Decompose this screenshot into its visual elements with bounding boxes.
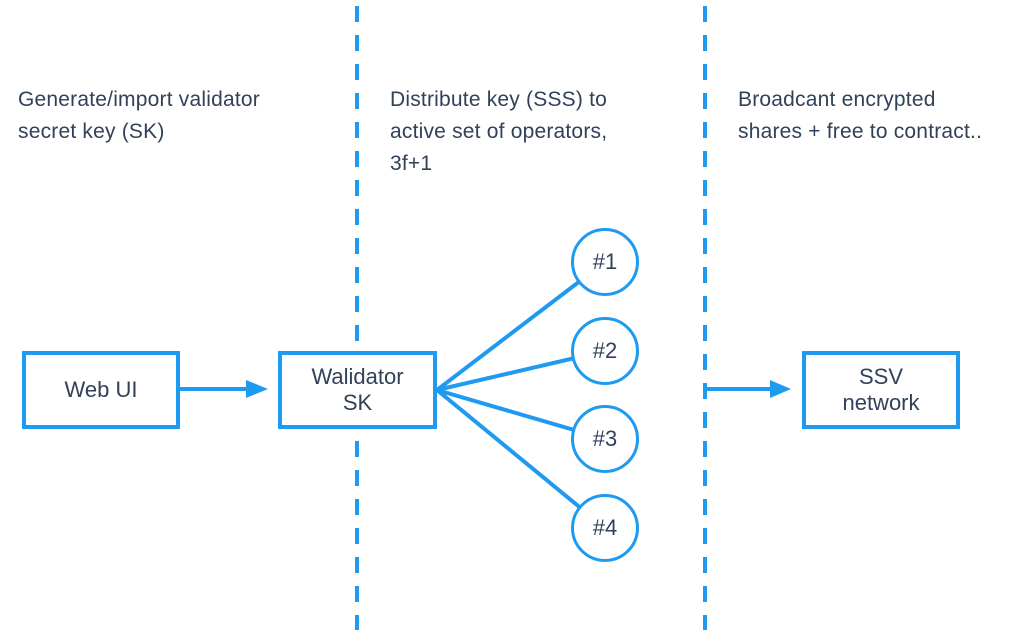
arrow-divider-to-ssv-head (770, 380, 791, 398)
node-validator-sk: Walidator SK (278, 351, 437, 429)
node-label: Walidator (311, 364, 404, 389)
operator-node-3: #3 (571, 405, 639, 473)
caption-line: 3f+1 (390, 152, 433, 175)
operator-label: #4 (592, 515, 618, 540)
operator-node-2: #2 (571, 317, 639, 385)
operator-label: #3 (592, 426, 618, 451)
operator-node-1: #1 (571, 228, 639, 296)
fan-line-operator-4 (435, 388, 607, 530)
caption-line: Distribute key (SSS) to (390, 88, 607, 111)
node-label: SK (342, 390, 373, 415)
node-ssv-network: SSV network (802, 351, 960, 429)
phase-divider-1 (355, 6, 359, 630)
phase-divider-2 (703, 6, 707, 630)
node-label: network (842, 390, 920, 415)
caption-broadcast-shares: Broadcant encrypted shares + free to con… (738, 84, 982, 148)
caption-distribute-key: Distribute key (SSS) to active set of op… (390, 84, 607, 180)
caption-line: secret key (SK) (18, 120, 165, 143)
operator-label: #2 (592, 338, 618, 363)
fan-line-operator-1 (435, 260, 607, 392)
caption-line: active set of operators, (390, 120, 608, 143)
node-label: SSV (858, 364, 904, 389)
caption-line: Generate/import validator (18, 88, 260, 111)
node-web-ui: Web UI (22, 351, 180, 429)
operator-label: #1 (592, 249, 618, 274)
arrow-webui-to-validator-head (246, 380, 268, 398)
caption-line: Broadcant encrypted (738, 88, 936, 111)
operator-node-4: #4 (571, 494, 639, 562)
caption-line: shares + free to contract.. (738, 120, 983, 143)
node-label: Web UI (64, 377, 138, 402)
caption-generate-key: Generate/import validator secret key (SK… (18, 84, 260, 148)
